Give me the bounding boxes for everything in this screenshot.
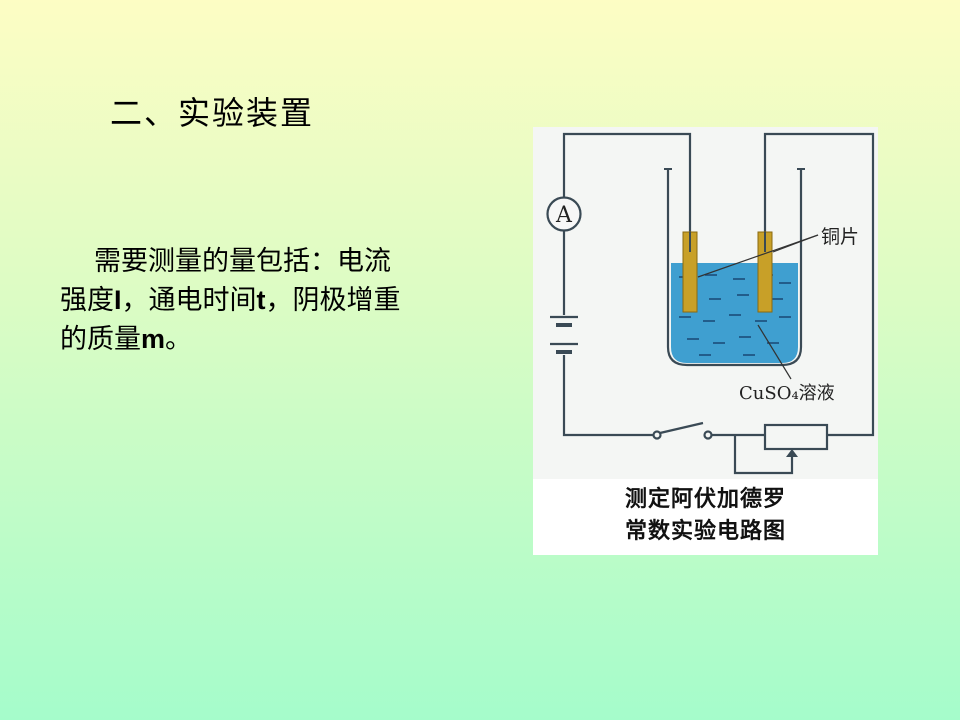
slide-title: 二、实验装置 — [110, 94, 315, 132]
copper-label: 铜片 — [821, 226, 860, 248]
caption-line-2: 常数实验电路图 — [625, 519, 787, 544]
mass-symbol: m — [141, 324, 166, 354]
switch-icon — [652, 421, 713, 440]
text-line-2: 强度I，通电时间t，阴极增重 — [60, 285, 401, 316]
ammeter-label: A — [555, 203, 573, 228]
text-line-3: 的质量m。 — [60, 324, 193, 355]
electrode-icon — [682, 231, 773, 313]
circuit-diagram: A — [533, 127, 878, 555]
current-symbol: I — [114, 285, 122, 315]
diagram-caption: 测定阿伏加德罗 常数实验电路图 — [533, 479, 878, 555]
time-symbol: t — [256, 285, 266, 315]
rheostat-icon — [763, 423, 829, 473]
text-line-1: 需要测量的量包括：电流 — [94, 246, 391, 277]
solution-label: CuSO₄溶液 — [739, 383, 835, 404]
ammeter-icon: A — [546, 196, 582, 232]
label-leaders — [697, 234, 819, 380]
circuit-drawing: A — [546, 132, 875, 475]
caption-line-1: 测定阿伏加德罗 — [625, 487, 787, 512]
circuit-wires — [562, 132, 875, 475]
battery-icon — [550, 315, 578, 354]
measurement-text: 需要测量的量包括：电流 强度I，通电时间t，阴极增重 的质量m。 — [60, 243, 480, 359]
